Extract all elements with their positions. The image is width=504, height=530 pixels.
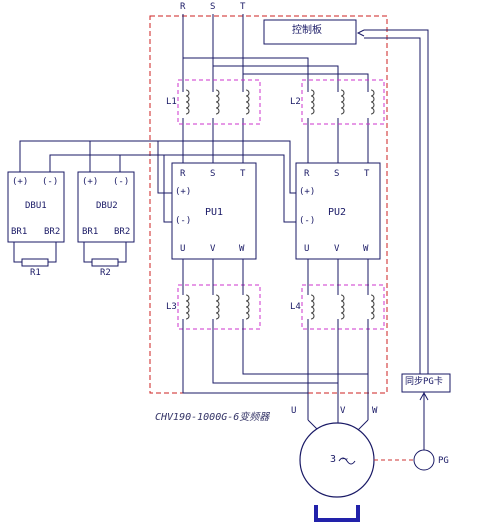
motor-v-label: V [340,406,346,416]
pu1-v-label: V [210,244,216,254]
pu1-u-label: U [180,244,186,254]
pu1-w-label: W [239,244,245,254]
control-board-label: 控制板 [292,25,322,36]
reactor-l4-label: L4 [290,302,301,312]
inverter-caption: CHV190-1000G-6变频器 [155,412,270,423]
motor-symbol: 3 ~ [330,454,349,465]
dbu2-box [77,171,135,243]
dbu1-box [7,171,65,243]
reactor-l3-label: L3 [166,302,177,312]
dbu1-br1-label: BR1 [11,227,28,237]
pu2-minus-label: (-) [299,216,316,226]
resistor-r1 [21,258,49,267]
pu1-box [171,162,257,260]
mains-s-label: S [210,2,216,12]
dbu1-plus-label: (+) [12,177,29,187]
pu2-plus-label: (+) [299,187,316,197]
pu1-t-label: T [240,169,246,179]
pu1-s-label: S [210,169,216,179]
pu2-s-label: S [334,169,340,179]
pu2-t-label: T [364,169,370,179]
motor-w-label: W [372,406,378,416]
pu2-v-label: V [334,244,340,254]
reactor-coils [185,89,375,320]
pu2-name: PU2 [328,207,347,218]
dbu2-br1-label: BR1 [82,227,99,237]
pu1-name: PU1 [205,207,224,218]
pu2-box [295,162,381,260]
pu1-plus-label: (+) [175,187,192,197]
resistor-r1-label: R1 [30,268,41,278]
pu1-r-label: R [180,169,186,179]
pu2-w-label: W [363,244,369,254]
pu2-r-label: R [304,169,310,179]
control-board-box [263,19,357,45]
reactor-l1-label: L1 [166,97,177,107]
motor-sine-icon [338,457,356,465]
dbu2-br2-label: BR2 [114,227,131,237]
feedback-wires [364,29,429,450]
resistor-r2 [91,258,119,267]
dbu2-plus-label: (+) [82,177,99,187]
motor-u-label: U [291,406,297,416]
dbu1-br2-label: BR2 [44,227,61,237]
resistor-r2-label: R2 [100,268,111,278]
mains-r-label: R [180,2,186,12]
output-wires [182,259,369,433]
pg-encoder [413,449,435,471]
pu1-minus-label: (-) [175,216,192,226]
dbu1-name: DBU1 [25,201,47,211]
pu2-u-label: U [304,244,310,254]
reactor-l2-label: L2 [290,97,301,107]
pg-card-box [401,373,451,393]
dbu2-minus-label: (-) [113,177,130,187]
pg-label: PG [438,456,449,466]
mains-t-label: T [240,2,246,12]
dc-bus-wires [13,140,296,263]
arrow-into-pg-card [419,391,429,401]
dbu2-name: DBU2 [96,201,118,211]
dbu1-minus-label: (-) [42,177,59,187]
arrow-into-control-board [356,29,365,37]
pg-card-label: 同步PG卡 [405,377,443,387]
motor-base [314,505,360,522]
